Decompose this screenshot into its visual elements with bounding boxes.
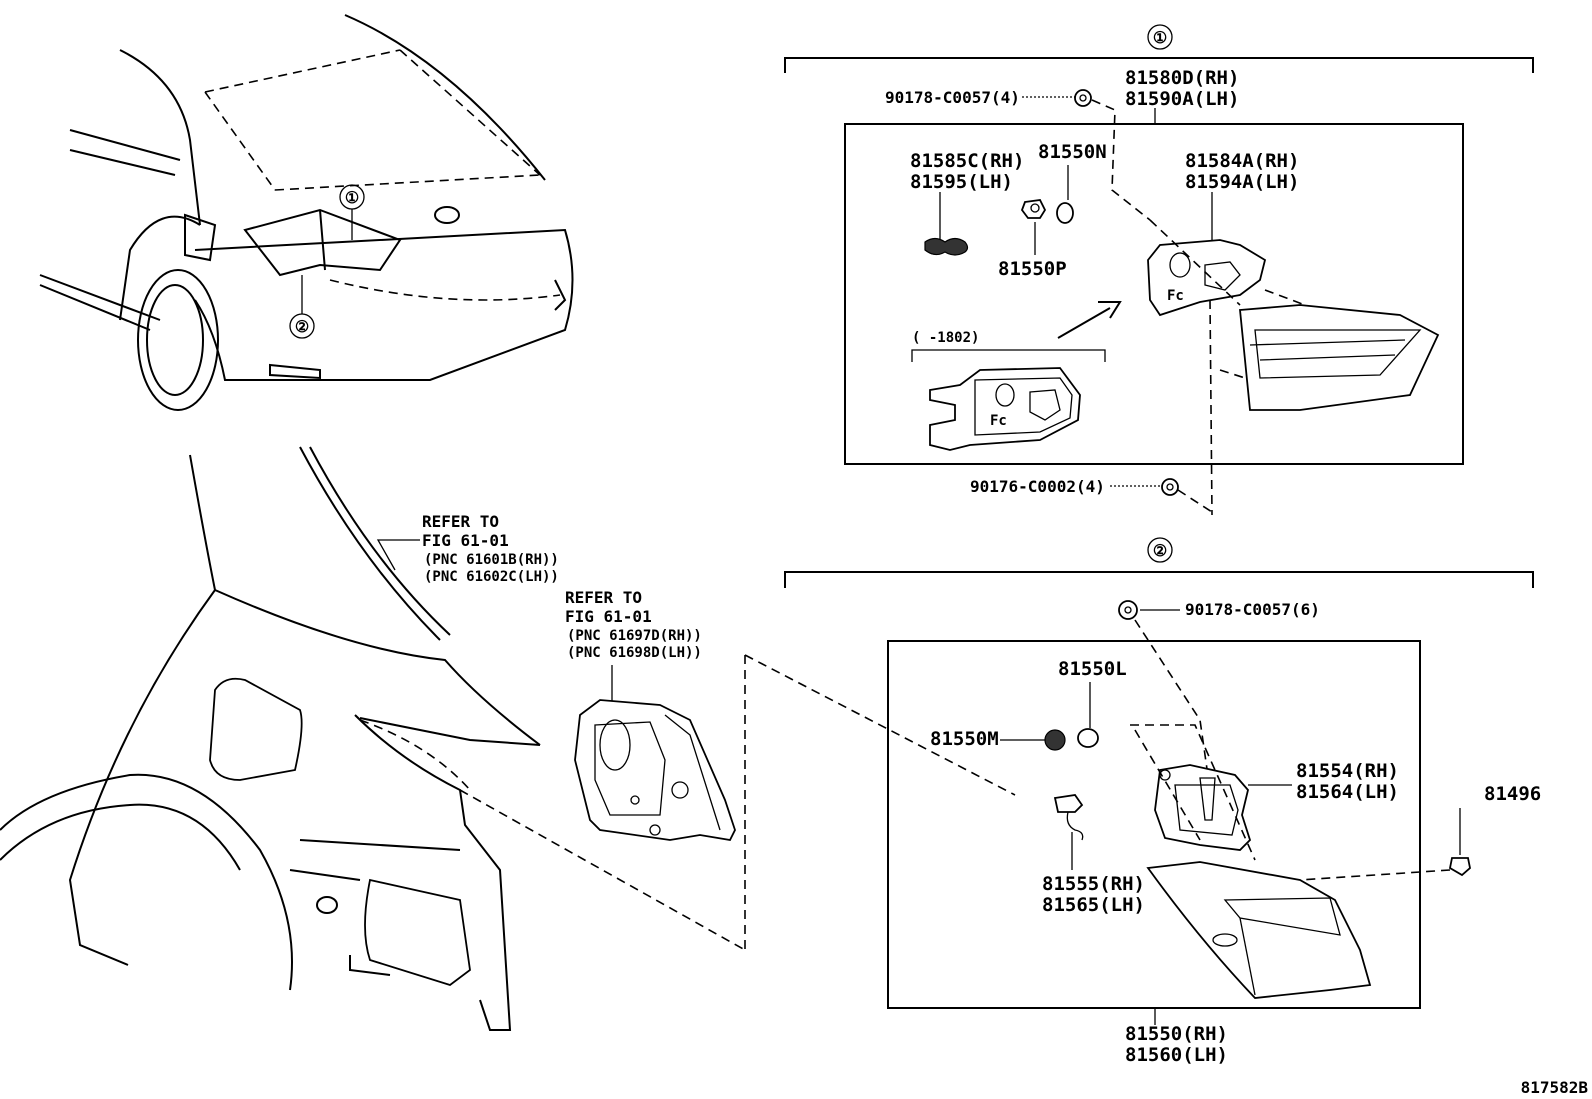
svg-text:90178-C0057(4): 90178-C0057(4) [885, 88, 1020, 107]
group1-bracket: ① [784, 24, 1534, 73]
label-g1-socket-p: 81550P [998, 222, 1067, 280]
svg-text:(PNC 61697D(RH)): (PNC 61697D(RH)) [567, 628, 702, 644]
gasket-1-part: Fc [1147, 239, 1267, 317]
svg-text:81550P: 81550P [998, 258, 1067, 280]
screw-icon [1074, 89, 1092, 107]
svg-text:81564(LH): 81564(LH) [1296, 781, 1399, 803]
arrow-icon [1057, 301, 1122, 339]
lamp-2-part [1146, 861, 1372, 999]
gasket-2-part [1154, 764, 1252, 851]
socket-p-part [1020, 199, 1047, 219]
group1-box [844, 123, 1464, 465]
svg-text:81585C(RH): 81585C(RH) [910, 150, 1024, 172]
svg-text:81594A(LH): 81594A(LH) [1185, 171, 1299, 193]
refer-note-2: REFER TO FIG 61-01 (PNC 61697D(RH)) (PNC… [565, 588, 702, 705]
svg-text:81560(LH): 81560(LH) [1125, 1044, 1228, 1066]
label-g2-screw: 90178-C0057(6) [1118, 600, 1320, 791]
screw-icon [1118, 600, 1138, 620]
svg-text:(PNC 61602C(LH)): (PNC 61602C(LH)) [424, 569, 559, 585]
svg-text:FIG 61-01: FIG 61-01 [422, 531, 509, 550]
lens-1-part [1239, 304, 1440, 411]
label-g1-screw-top: 90178-C0057(4) [885, 88, 1151, 221]
figure-id: 817582B [1521, 1078, 1589, 1097]
svg-text:81550N: 81550N [1038, 141, 1107, 163]
svg-text:REFER TO: REFER TO [422, 512, 499, 531]
label-g2-socket-m: 81550M [930, 728, 1066, 751]
svg-text:81554(RH): 81554(RH) [1296, 760, 1399, 782]
svg-text:81584A(RH): 81584A(RH) [1185, 150, 1299, 172]
svg-text:Fc: Fc [1167, 288, 1184, 304]
quarter-panel-illustration [0, 446, 541, 1031]
refer-note-1: REFER TO FIG 61-01 (PNC 61601B(RH)) (PNC… [376, 512, 559, 585]
clip-part [1448, 857, 1471, 877]
svg-text:②: ② [295, 317, 309, 336]
inner-panel-bracket [459, 654, 1016, 951]
svg-text:81550L: 81550L [1058, 658, 1127, 680]
label-g1-bulb-n: 81550N [1038, 141, 1107, 200]
svg-text:②: ② [1153, 541, 1167, 560]
svg-text:81595(LH): 81595(LH) [910, 171, 1013, 193]
nut-icon [1161, 478, 1179, 496]
svg-text:FIG 61-01: FIG 61-01 [565, 607, 652, 626]
variant-gasket-bracket: ( -1802) [911, 330, 1106, 362]
svg-text:①: ① [1153, 28, 1167, 47]
svg-text:81496: 81496 [1484, 783, 1541, 805]
svg-text:90176-C0002(4): 90176-C0002(4) [970, 477, 1105, 496]
svg-text:81590A(LH): 81590A(LH) [1125, 88, 1239, 110]
svg-text:(PNC 61601B(RH)): (PNC 61601B(RH)) [424, 552, 559, 568]
callout-2-car: ② [289, 275, 315, 339]
label-g2-bulb-l: 81550L [1058, 658, 1127, 728]
bulb-l-part [1077, 728, 1099, 748]
label-g2-gasket: 81554(RH) 81564(LH) [1248, 760, 1399, 803]
socket-wire-part [924, 237, 969, 256]
group2-box [887, 640, 1421, 1009]
svg-text:①: ① [345, 188, 359, 207]
label-g1-nut-bottom: 90176-C0002(4) [970, 477, 1213, 513]
svg-text:81580D(RH): 81580D(RH) [1125, 67, 1239, 89]
svg-text:90178-C0057(6): 90178-C0057(6) [1185, 600, 1320, 619]
car-rear-illustration [39, 14, 574, 411]
svg-text:81565(LH): 81565(LH) [1042, 894, 1145, 916]
svg-text:REFER TO: REFER TO [565, 588, 642, 607]
label-g1-socket-wire: 81585C(RH) 81595(LH) [910, 150, 1024, 240]
label-g1-gasket: 81584A(RH) 81594A(LH) [1185, 150, 1299, 240]
group2-bracket: ② [784, 537, 1534, 588]
svg-text:Fc: Fc [990, 413, 1007, 429]
svg-text:81550M: 81550M [930, 728, 999, 750]
label-g2-clip: 81496 [1299, 783, 1541, 881]
svg-text:(PNC 61698D(LH)): (PNC 61698D(LH)) [567, 645, 702, 661]
label-g2-lamp: 81550(RH) 81560(LH) [1125, 1008, 1228, 1066]
wire-2-part [1053, 794, 1084, 841]
svg-text:( -1802): ( -1802) [912, 330, 979, 346]
callout-1-car: ① [339, 184, 365, 240]
label-g1-lens: 81580D(RH) 81590A(LH) [1125, 67, 1239, 124]
svg-text:81550(RH): 81550(RH) [1125, 1023, 1228, 1045]
gasket-variant-part: Fc [929, 367, 1081, 451]
socket-m-part [1044, 729, 1066, 751]
svg-text:81555(RH): 81555(RH) [1042, 873, 1145, 895]
bulb-n-part [1056, 202, 1074, 224]
label-g2-wire: 81555(RH) 81565(LH) [1042, 832, 1145, 916]
